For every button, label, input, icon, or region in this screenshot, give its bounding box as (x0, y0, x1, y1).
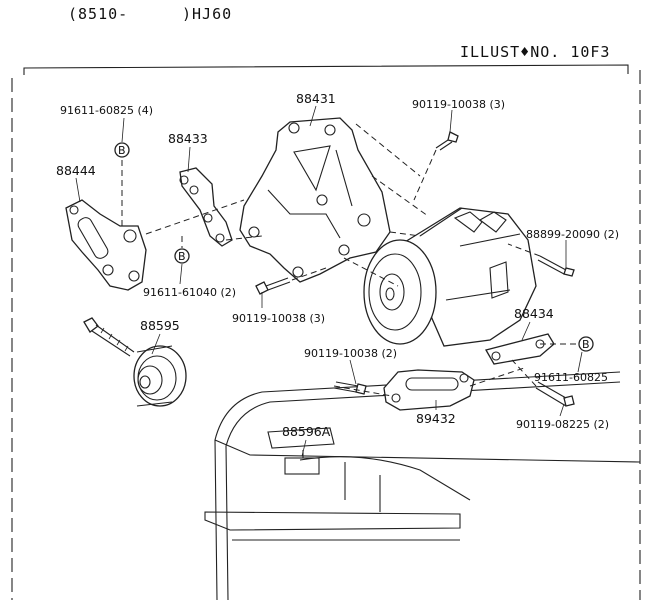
bolt-upper-right (435, 131, 459, 151)
label-88596a: 88596A (282, 424, 331, 439)
illustration-number: ILLUST♦NO. 10F3 (460, 43, 611, 61)
label-88595: 88595 (140, 318, 180, 333)
label-88434: 88434 (514, 306, 554, 321)
bracket-88433 (179, 167, 233, 247)
ac-compressor (363, 207, 537, 347)
bolt-compressor-side (537, 255, 575, 277)
pulley-bolt (83, 317, 135, 357)
part-labels: 91611-60825 (4) 88433 88444 88431 90119-… (56, 91, 619, 439)
marker-b-1: B (114, 142, 130, 158)
label-88444: 88444 (56, 163, 96, 178)
assembly-lines (121, 123, 582, 397)
label-88433: 88433 (168, 131, 208, 146)
label-91611-60825: 91611-60825 (534, 371, 608, 384)
label-90119-08225: 90119-08225 (2) (516, 418, 609, 431)
label-91611-60825-4: 91611-60825 (4) (60, 104, 153, 117)
bracket-88431 (239, 117, 391, 283)
label-90119-10038-3-bottom: 90119-10038 (3) (232, 312, 325, 325)
diagram-frame (11, 64, 641, 600)
bolt-lower-right (535, 381, 575, 407)
label-88431: 88431 (296, 91, 336, 106)
bracket-88434 (485, 333, 555, 365)
leader-lines (75, 105, 583, 457)
bracket-88444 (65, 199, 147, 291)
marker-b-1-label: B (118, 144, 126, 157)
bolt-lower-center (255, 277, 291, 295)
marker-b-2: B (174, 248, 190, 264)
marker-b-3-label: B (582, 338, 590, 351)
label-90119-10038-3-top: 90119-10038 (3) (412, 98, 505, 111)
production-date: (8510- (68, 5, 129, 23)
bracket-89432 (383, 369, 475, 411)
marker-b-2-label: B (178, 250, 186, 263)
label-88899-20090: 88899-20090 (2) (526, 228, 619, 241)
label-90119-10038-2: 90119-10038 (2) (304, 347, 397, 360)
label-89432: 89432 (416, 411, 456, 426)
marker-b-3: B (578, 336, 594, 352)
model-code: )HJ60 (182, 5, 233, 23)
label-91611-61040: 91611-61040 (2) (143, 286, 236, 299)
idler-pulley (133, 345, 187, 407)
